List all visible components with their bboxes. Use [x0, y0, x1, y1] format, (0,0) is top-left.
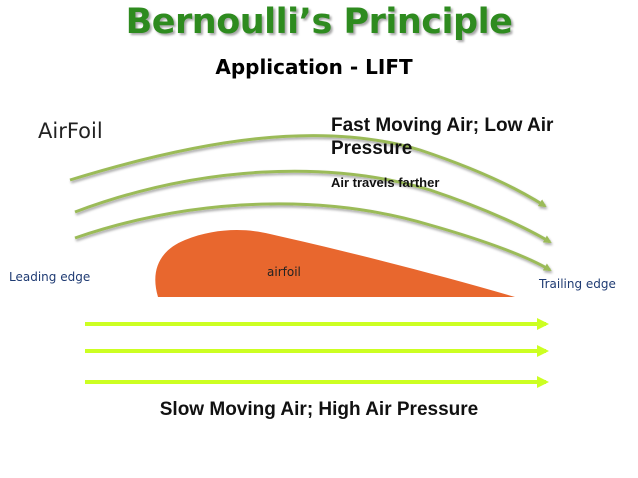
slide-title: Bernoulli’s Principle — [125, 2, 513, 42]
fast-air-label: Fast Moving Air; Low Air Pressure — [331, 115, 554, 159]
upper-airflow-arrow-1 — [69, 134, 547, 208]
airfoil-label: airfoil — [267, 265, 301, 279]
slide-subtitle: Application - LIFT — [215, 55, 413, 79]
upper-airflow-arrow-2 — [74, 169, 552, 244]
trailing-edge-label: Trailing edge — [539, 277, 616, 291]
slow-air-label: Slow Moving Air; High Air Pressure — [159, 399, 479, 420]
airfoil-shape — [155, 230, 515, 297]
airfoil-heading: AirFoil — [38, 119, 103, 143]
travel-label: Air travels farther — [331, 175, 440, 190]
leading-edge-label: Leading edge — [9, 270, 91, 284]
upper-airflow-arrow-3 — [74, 202, 552, 272]
